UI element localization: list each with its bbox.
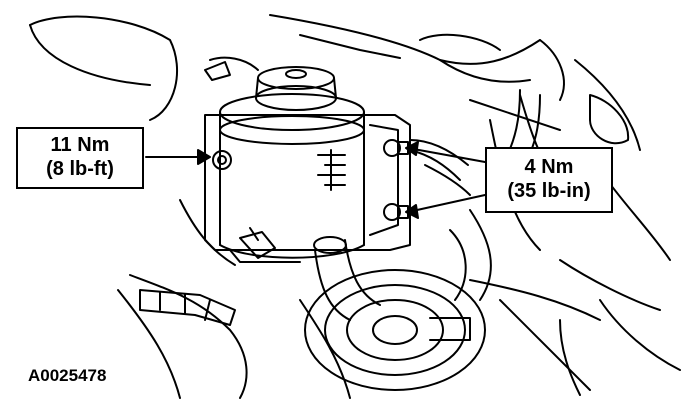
reservoir-cap <box>204 56 337 111</box>
fluid-reservoir <box>219 93 365 259</box>
pump-pulley <box>304 269 486 391</box>
callout-left-imperial: (8 lb-ft) <box>46 158 114 180</box>
bolt-lower-right <box>383 203 409 221</box>
callout-right-imperial: (35 lb-in) <box>507 180 591 202</box>
leader-arrow-left <box>145 149 211 165</box>
leader-arrow-right-upper <box>405 141 486 163</box>
hose-clamp <box>139 289 236 326</box>
leader-arrow-right-lower <box>405 194 486 219</box>
figure-id: A0025478 <box>28 366 107 385</box>
bolt-upper-right <box>383 139 409 157</box>
callout-left-metric: 11 Nm <box>50 134 110 156</box>
mounting-bracket <box>204 114 411 263</box>
callout-right-metric: 4 Nm <box>524 156 574 178</box>
torque-callout-left: 11 Nm (8 lb-ft) <box>16 127 144 189</box>
torque-callout-right: 4 Nm (35 lb-in) <box>485 147 613 213</box>
bolt-left <box>212 150 232 170</box>
hose-clip <box>239 227 276 259</box>
